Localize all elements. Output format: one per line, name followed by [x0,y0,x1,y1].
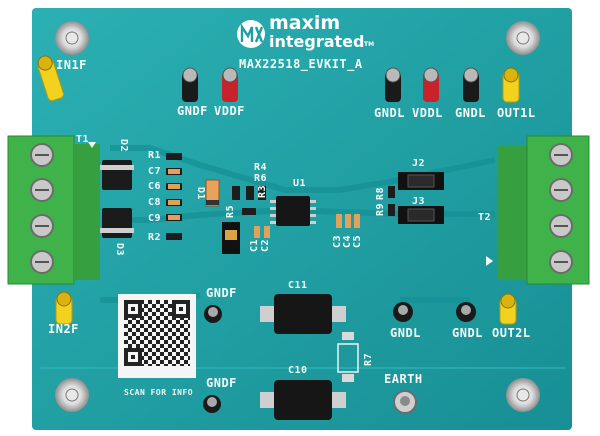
refdes-d2: D2 [118,138,130,153]
refdes-r1: R1 [148,150,162,161]
label-gndl-mid-2: GNDL [452,326,483,340]
test-point-gndl-1 [385,67,401,102]
jumper-j1 [222,222,240,254]
refdes-j2: J2 [412,158,426,169]
label-gndf-top: GNDF [177,104,208,118]
label-out2l: OUT2L [492,326,531,340]
refdes-c10: C10 [288,365,308,376]
label-earth: EARTH [384,372,423,386]
label-gndl-2: GNDL [455,106,486,120]
refdes-r5: R5 [225,204,237,219]
test-point-earth [393,390,417,414]
mounting-hole-bottom-left [55,378,89,412]
test-point-gndl-2 [463,67,479,102]
refdes-t1: T1 [76,134,90,145]
ic-u1 [270,196,316,226]
refdes-r6: R6 [254,173,268,184]
test-point-gndl-mid-2 [456,302,476,322]
refdes-t2: T2 [478,212,492,223]
pin1-arrow-right [486,256,493,266]
refdes-c9: C9 [148,213,162,224]
test-point-out2l [499,293,517,325]
capacitor-c11 [260,294,346,334]
label-gndf-mid: GNDF [206,286,237,300]
resistor-r7 [337,332,359,382]
refdes-r7: R7 [363,352,375,367]
logo-word-integrated: integrated [269,32,365,51]
refdes-u1: U1 [293,178,307,189]
diode-d2 [100,160,134,190]
terminal-block-t2 [497,135,590,285]
capacitors-c3-c5 [336,214,360,228]
label-gndl-1: GNDL [374,106,405,120]
logo-word-maxim: maxim [269,12,341,34]
pin1-arrow-left [88,142,96,148]
resistors-r3-r6 [232,186,266,215]
label-out1l: OUT1L [497,106,536,120]
logo-trademark: TM [364,41,375,48]
qr-caption: SCAN FOR INFO [124,388,194,397]
refdes-c2: C2 [260,238,272,253]
terminal-block-t1 [7,135,100,285]
refdes-c11: C11 [288,280,308,291]
test-point-vddf [222,67,238,102]
label-vddl: VDDL [412,106,443,120]
label-in2f: IN2F [48,322,79,336]
refdes-c5: C5 [352,234,364,249]
mounting-hole-top-left [55,21,89,55]
refdes-r8: R8 [375,186,387,201]
refdes-r4: R4 [254,162,268,173]
capacitors-c1-c2 [254,226,270,238]
board-part-number: MAX22518_EVKIT_A [239,57,363,71]
test-point-out1l [502,67,520,103]
refdes-d3: D3 [114,242,126,257]
label-gndf-bottom: GNDF [206,376,237,390]
refdes-c8: C8 [148,197,162,208]
refdes-r3: R3 [257,184,269,199]
capacitor-bodies [168,169,180,220]
label-in1f: IN1F [56,58,87,72]
refdes-d1: D1 [195,186,207,201]
test-point-gndf-bottom [203,395,221,413]
label-gndl-mid: GNDL [390,326,421,340]
test-point-gndf-mid [204,305,222,323]
refdes-c7: C7 [148,166,162,177]
capacitor-c10 [260,380,346,420]
diode-d3 [100,208,134,238]
jumper-j3 [398,206,444,224]
refdes-j3: J3 [412,196,426,207]
mounting-hole-bottom-right [506,378,540,412]
label-vddf: VDDF [214,104,245,118]
jumper-j2 [398,172,444,190]
maxim-logo-mark [237,20,265,48]
test-point-vddl [423,67,439,102]
qr-code [118,294,196,378]
refdes-c1: C1 [249,238,261,253]
diode-d1 [205,179,220,207]
test-point-gndf-top [182,67,198,102]
test-point-in1f [37,55,65,102]
refdes-r2: R2 [148,232,162,243]
test-point-in2f [55,291,73,325]
test-point-gndl-mid [393,302,413,322]
refdes-c6: C6 [148,181,162,192]
resistors-r8-r9 [388,186,395,216]
mounting-hole-top-right [506,21,540,55]
refdes-r9: R9 [375,202,387,217]
